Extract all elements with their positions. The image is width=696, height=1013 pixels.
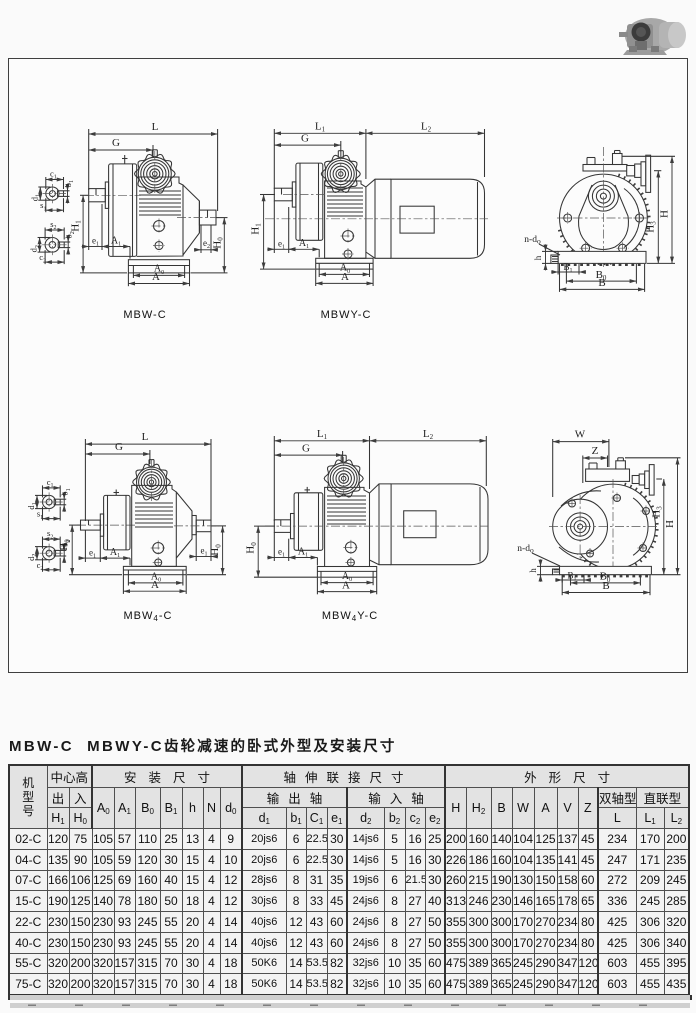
svg-text:A0: A0 (151, 571, 161, 583)
svg-text:e2: e2 (203, 238, 210, 250)
svg-text:MBWY-C: MBWY-C (321, 309, 372, 321)
svg-text:s2: s2 (50, 219, 56, 231)
svg-text:e1: e1 (89, 547, 96, 559)
svg-text:s2: s2 (47, 528, 53, 540)
svg-text:G: G (115, 441, 123, 453)
svg-text:c2: c2 (39, 252, 46, 264)
svg-text:A: A (341, 271, 349, 283)
svg-text:b2: b2 (64, 231, 76, 238)
svg-text:H0: H0 (58, 539, 71, 551)
svg-text:n-do: n-do (524, 235, 541, 246)
svg-text:H1: H1 (250, 223, 263, 235)
svg-text:c1: c1 (50, 169, 57, 181)
svg-text:W: W (575, 429, 586, 441)
svg-text:H3: H3 (650, 506, 663, 518)
svg-text:MBW4-C: MBW4-C (124, 610, 173, 623)
svg-text:B1: B1 (567, 571, 576, 583)
svg-text:H0: H0 (245, 542, 258, 554)
svg-text:H3: H3 (645, 221, 658, 233)
svg-text:H: H (659, 210, 671, 218)
svg-text:B: B (602, 580, 609, 592)
svg-text:s1: s1 (37, 509, 43, 521)
svg-text:L2: L2 (423, 428, 434, 441)
svg-text:L2: L2 (421, 121, 432, 134)
svg-text:A0: A0 (340, 263, 350, 275)
svg-text:L1: L1 (317, 428, 328, 441)
svg-text:A1: A1 (111, 235, 121, 247)
svg-text:G: G (302, 443, 310, 455)
svg-text:H0: H0 (209, 544, 222, 556)
svg-text:n-do: n-do (517, 544, 534, 555)
svg-text:G: G (301, 133, 309, 145)
svg-text:A1: A1 (298, 546, 308, 558)
svg-text:h: h (533, 255, 543, 260)
svg-text:A: A (151, 579, 159, 591)
svg-text:B0: B0 (600, 571, 611, 584)
svg-text:A1: A1 (299, 238, 309, 250)
svg-text:H: H (664, 520, 676, 528)
svg-text:A: A (152, 271, 160, 283)
svg-text:MBW4Y-C: MBW4Y-C (322, 610, 378, 623)
svg-text:d2: d2 (29, 245, 41, 252)
svg-text:d1: d1 (26, 502, 38, 509)
svg-text:G: G (112, 137, 120, 149)
svg-text:B1: B1 (563, 262, 572, 274)
svg-text:e1: e1 (278, 547, 285, 559)
svg-text:e1: e1 (201, 546, 208, 558)
svg-text:B: B (598, 277, 605, 289)
svg-text:B0: B0 (596, 269, 607, 282)
svg-text:e1: e1 (92, 236, 99, 248)
svg-text:h: h (528, 568, 538, 573)
svg-text:e1: e1 (278, 238, 285, 250)
svg-text:A1: A1 (110, 547, 120, 559)
svg-text:L: L (152, 121, 159, 133)
svg-text:L1: L1 (315, 121, 326, 134)
svg-text:MBW-C: MBW-C (123, 309, 166, 321)
svg-text:A0: A0 (154, 264, 164, 276)
svg-text:A: A (342, 579, 350, 591)
svg-text:H1: H1 (70, 220, 83, 232)
svg-text:H0: H0 (212, 237, 225, 249)
svg-text:c2: c2 (37, 560, 44, 572)
svg-text:b2: b2 (60, 540, 72, 547)
svg-text:c1: c1 (47, 477, 54, 489)
svg-text:d2: d2 (26, 554, 38, 561)
svg-text:A0: A0 (342, 571, 352, 583)
svg-text:Z: Z (592, 445, 599, 457)
svg-text:L: L (142, 431, 149, 443)
svg-text:s1: s1 (40, 200, 46, 212)
svg-text:b1: b1 (63, 180, 75, 187)
svg-text:b1: b1 (60, 488, 72, 495)
svg-text:d1: d1 (29, 194, 41, 201)
